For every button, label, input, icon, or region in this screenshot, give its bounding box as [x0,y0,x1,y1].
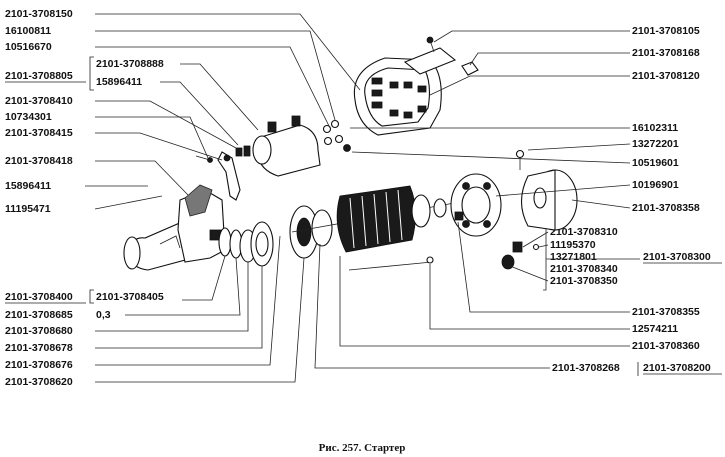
pole-shoe [403,36,457,75]
label-2101-3708805: 2101-3708805 [5,70,73,82]
washers-top [322,119,351,152]
label-15896411-top: 15896411 [96,76,142,88]
label-2101-3708410: 2101-3708410 [5,95,73,107]
label-10196901: 10196901 [632,179,679,191]
through-bolt [348,256,434,271]
label-2101-3708355: 2101-3708355 [632,306,700,318]
label-15896411-left: 15896411 [5,180,51,192]
label-2101-3708150: 2101-3708150 [5,8,73,20]
label-2101-3708268: 2101-3708268 [552,362,620,374]
figure-caption: Рис. 257. Стартер [319,442,406,454]
label-2101-3708120: 2101-3708120 [632,70,700,82]
label-13272201: 13272201 [632,138,679,150]
label-2101-3708888: 2101-3708888 [96,58,164,70]
label-2101-3708358: 2101-3708358 [632,202,700,214]
drive-end-housing [123,184,226,271]
label-thickness: 0,3 [96,309,111,321]
label-2101-3708685: 2101-3708685 [5,309,73,321]
brush-parts [501,241,540,270]
label-11195471: 11195471 [5,203,51,215]
label-16100811: 16100811 [5,25,51,37]
label-2101-3708418: 2101-3708418 [5,155,73,167]
label-2101-3708680: 2101-3708680 [5,325,73,337]
solenoid-relay [235,115,321,177]
label-2101-3708340: 2101-3708340 [550,263,618,275]
label-10516670: 10516670 [5,41,52,53]
label-2101-3708105: 2101-3708105 [632,25,700,37]
label-2101-3708678: 2101-3708678 [5,342,73,354]
label-2101-3708200: 2101-3708200 [643,362,711,374]
drive-lever [195,151,241,201]
bracket-3708300 [543,227,547,291]
label-13271801: 13271801 [550,251,597,263]
label-16102311: 16102311 [632,122,678,134]
label-2101-3708168: 2101-3708168 [632,47,700,59]
label-2101-3708350: 2101-3708350 [550,275,618,287]
label-12574211: 12574211 [632,323,678,335]
bracket-3708400 [89,289,94,304]
bracket-3708805 [89,56,94,91]
armature [291,185,461,253]
label-2101-3708400: 2101-3708400 [5,291,73,303]
rear-cover [515,149,578,231]
label-2101-3708360: 2101-3708360 [632,340,700,352]
label-2101-3708405: 2101-3708405 [96,291,164,303]
label-10734301: 10734301 [5,111,52,123]
drive-stack [218,205,333,267]
label-2101-3708415: 2101-3708415 [5,127,73,139]
commutator-end-cover [450,173,502,237]
label-2101-3708300: 2101-3708300 [643,251,711,263]
leader-lines [85,13,631,383]
label-10519601: 10519601 [632,157,679,169]
label-11195370: 11195370 [550,239,596,251]
label-2101-3708310: 2101-3708310 [550,226,618,238]
field-coil-assembly [353,57,442,136]
label-2101-3708620: 2101-3708620 [5,376,73,388]
label-2101-3708676: 2101-3708676 [5,359,73,371]
nut-3708168 [461,61,479,76]
